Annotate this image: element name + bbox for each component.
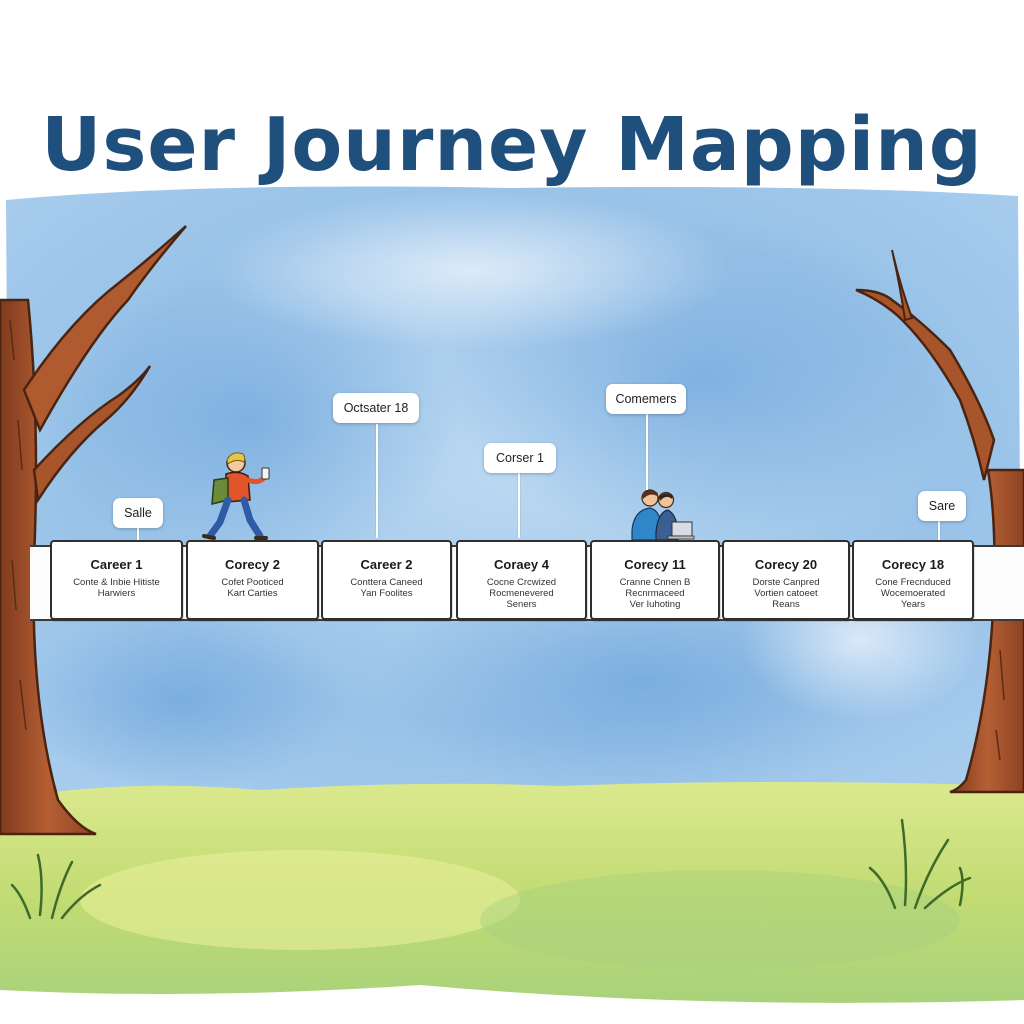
- journey-stage-card[interactable]: Corecy 11 Cranne Cnnen B Recnrmaceed Ver…: [590, 540, 720, 620]
- stage-title: Career 2: [360, 557, 413, 572]
- callout-label: Sare: [918, 491, 966, 521]
- stage-title: Corecy 11: [624, 557, 686, 572]
- stage-detail: Years: [901, 599, 925, 610]
- stage-title: Corecy 18: [881, 557, 945, 572]
- callout-stem: [376, 424, 378, 538]
- person-walking-with-phone-icon: [202, 452, 270, 540]
- grass-field: [0, 782, 1024, 1003]
- stage-detail: Reans: [772, 599, 800, 610]
- stage-detail: Wocemoerated: [880, 588, 946, 599]
- stage-detail: Seners: [506, 599, 537, 610]
- stage-detail: Harwiers: [97, 588, 136, 599]
- stage-detail: Cone Frecnduced: [875, 577, 951, 588]
- stage-detail: Ver Iuhoting: [629, 599, 681, 610]
- callout-stem: [938, 518, 940, 540]
- stage-title: Corecy 2: [225, 557, 280, 572]
- stage-title: Coraey 4: [494, 557, 549, 572]
- stage-detail: Dorste Canpred: [752, 577, 820, 588]
- callout-label: Salle: [113, 498, 163, 528]
- journey-stage-card[interactable]: Corecy 2 Cofet Pooticed Kart Carties: [186, 540, 319, 620]
- page-title: User Journey Mapping: [41, 101, 983, 188]
- stage-detail: Kart Carties: [227, 588, 278, 599]
- callout-label: Octsater 18: [333, 393, 419, 423]
- journey-stage-card[interactable]: Career 1 Conte & Inbie Hitiste Harwiers: [50, 540, 183, 620]
- stage-detail: Conte & Inbie Hitiste: [73, 577, 160, 588]
- stage-detail: Rocmenevered: [489, 588, 554, 599]
- journey-stage-card[interactable]: Corecy 20 Dorste Canpred Vortien catoeet…: [722, 540, 850, 620]
- two-people-with-laptop-icon: [631, 489, 695, 541]
- stage-detail: Cocne Crcwized: [486, 577, 557, 588]
- callout-label: Corser 1: [484, 443, 556, 473]
- journey-stage-card[interactable]: Coraey 4 Cocne Crcwized Rocmenevered Sen…: [456, 540, 587, 620]
- journey-stage-card[interactable]: Career 2 Conttera Caneed Yan Foolites: [321, 540, 452, 620]
- stage-detail: Cofet Pooticed: [221, 577, 284, 588]
- tree-icon: [0, 225, 187, 836]
- stage-detail: Yan Foolites: [360, 588, 413, 599]
- stage-detail: Conttera Caneed: [350, 577, 423, 588]
- grass-tuft-icon: [10, 818, 972, 920]
- stage-detail: Recnrmaceed: [625, 588, 685, 599]
- callout-stem: [518, 472, 520, 538]
- callout-stem: [646, 414, 648, 490]
- stage-title: Career 1: [90, 557, 143, 572]
- callout-label: Comemers: [606, 384, 686, 414]
- stage-detail: Cranne Cnnen B: [619, 577, 691, 588]
- stage-title: Corecy 20: [754, 557, 818, 572]
- callout-stem: [137, 524, 139, 542]
- journey-stage-card[interactable]: Corecy 18 Cone Frecnduced Wocemoerated Y…: [852, 540, 974, 620]
- stage-detail: Vortien catoeet: [754, 588, 818, 599]
